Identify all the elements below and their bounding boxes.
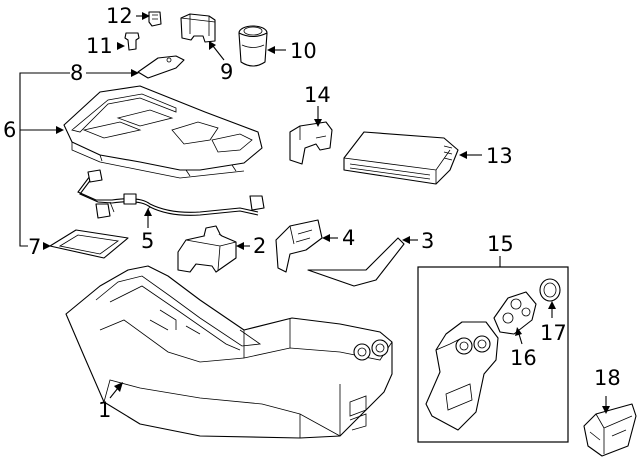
part-2-bracket bbox=[177, 225, 237, 273]
part-17-ring bbox=[539, 278, 561, 302]
part-16-vent-insert bbox=[493, 291, 537, 335]
part-8-pad bbox=[137, 55, 185, 79]
callout-18: 18 bbox=[594, 366, 621, 390]
callout-14: 14 bbox=[304, 83, 331, 107]
callout-11: 11 bbox=[86, 34, 113, 58]
group-15-box bbox=[417, 266, 569, 443]
callout-8: 8 bbox=[70, 61, 83, 85]
callout-3: 3 bbox=[421, 229, 434, 253]
part-9-bracket bbox=[180, 13, 216, 43]
callout-6: 6 bbox=[3, 118, 16, 142]
part-18-trim bbox=[583, 403, 637, 457]
callout-4: 4 bbox=[342, 226, 355, 250]
callout-7: 7 bbox=[28, 235, 41, 259]
callout-15: 15 bbox=[487, 232, 514, 256]
part-10-cup-insert bbox=[238, 25, 268, 67]
callout-1: 1 bbox=[98, 398, 111, 422]
callout-13: 13 bbox=[486, 144, 513, 168]
part-4-bracket bbox=[275, 219, 323, 273]
part-12-clip bbox=[148, 11, 162, 27]
callout-10: 10 bbox=[290, 39, 317, 63]
part-7-mat bbox=[49, 229, 129, 259]
callout-2: 2 bbox=[253, 234, 266, 258]
part-5-harness bbox=[77, 169, 265, 219]
part-1-console-housing bbox=[65, 265, 393, 439]
part-3-strip bbox=[307, 237, 405, 287]
part-11-clip bbox=[124, 32, 140, 51]
part-6-upper-trim bbox=[63, 85, 263, 179]
callout-9: 9 bbox=[220, 60, 233, 84]
callout-5: 5 bbox=[141, 229, 154, 253]
part-15-vent-housing bbox=[425, 321, 499, 431]
part-14-bracket bbox=[289, 121, 333, 165]
part-13-module bbox=[343, 131, 459, 185]
callout-12: 12 bbox=[106, 4, 133, 28]
callout-17: 17 bbox=[540, 321, 567, 345]
callout-16: 16 bbox=[510, 346, 537, 370]
